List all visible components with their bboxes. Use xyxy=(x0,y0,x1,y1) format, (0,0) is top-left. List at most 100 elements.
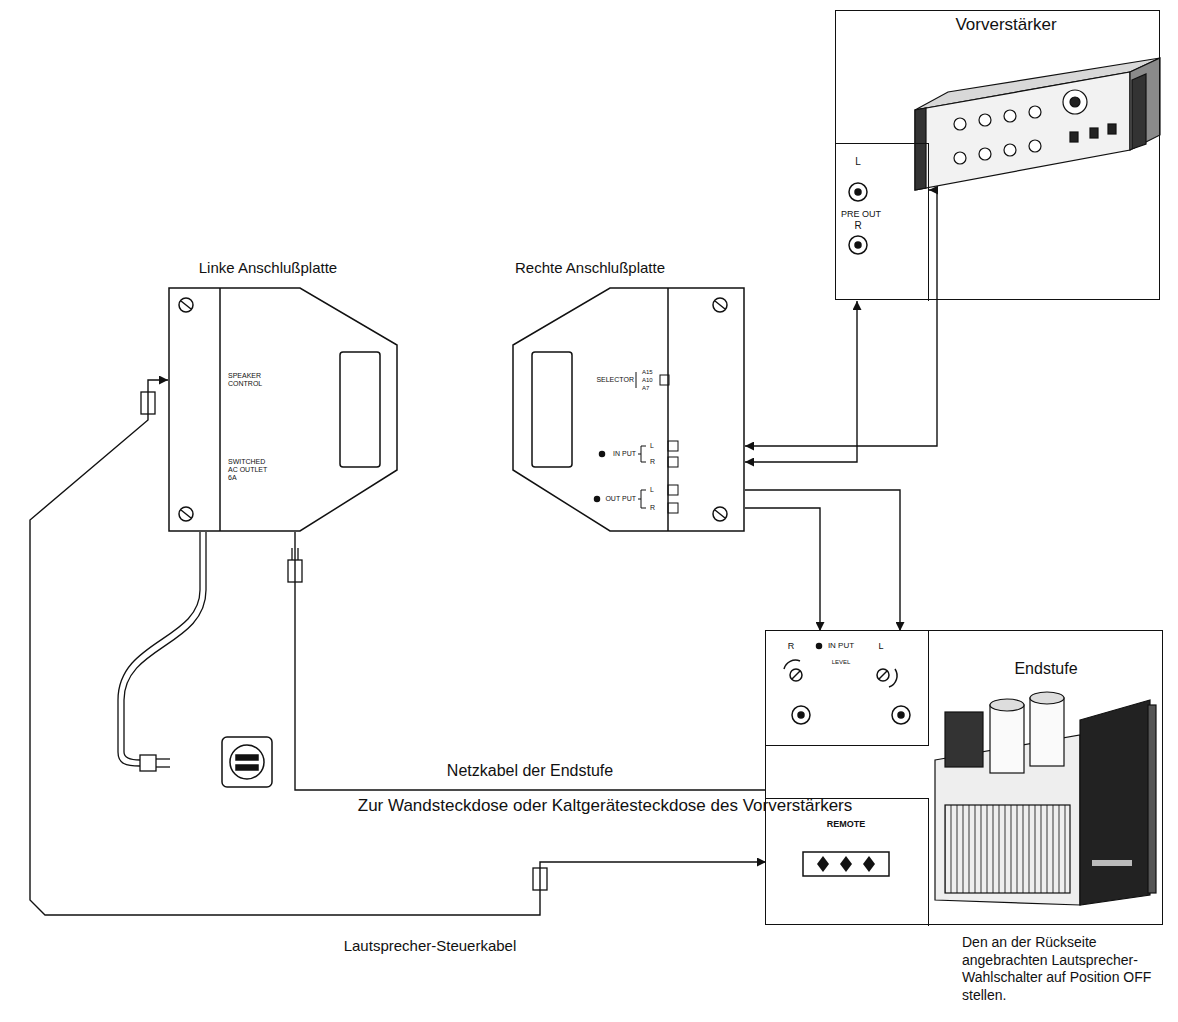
panel-label: A10 xyxy=(642,377,653,384)
panel-label: L xyxy=(650,486,654,494)
rca-jack xyxy=(849,183,867,201)
rca-jack xyxy=(668,485,678,495)
power-cord-part xyxy=(156,758,170,759)
panel-label: L xyxy=(650,442,654,450)
screw-slot xyxy=(715,510,725,518)
node-heading: Endstufe xyxy=(1014,660,1077,678)
cable-connector xyxy=(745,508,820,631)
panel-parts xyxy=(784,644,910,725)
plate-drawing xyxy=(513,288,744,531)
jack-bracket xyxy=(641,446,646,447)
preamp-illustration-part xyxy=(1004,144,1016,156)
wall-socket xyxy=(222,737,272,787)
level-knob xyxy=(790,669,802,681)
preamp-illustration-part xyxy=(1029,106,1041,118)
panel-label: LEVEL xyxy=(832,659,851,666)
preamp-illustration-part xyxy=(1029,140,1041,152)
screw xyxy=(179,507,193,521)
node-heading: Linke Anschlußplatte xyxy=(199,259,337,276)
jack-dot xyxy=(600,452,605,457)
panel-drawing xyxy=(766,799,929,927)
cable-label: Netzkabel der Endstufe xyxy=(444,761,616,780)
poweramp-illustration xyxy=(935,692,1156,905)
preamp-illustration-part xyxy=(1108,124,1116,134)
preamp-illustration-part xyxy=(1130,58,1160,150)
panel-label: IN PUT xyxy=(613,450,636,458)
panel-label: REMOTE xyxy=(827,819,866,829)
panel-drawing xyxy=(836,144,929,302)
remote-socket xyxy=(803,852,889,876)
panel-label: OUT PUT xyxy=(605,495,636,503)
wall-socket-part xyxy=(236,765,258,770)
preamp-illustration-part xyxy=(915,72,1130,190)
poweramp-illustration-part xyxy=(1030,698,1064,766)
cable-connector xyxy=(295,532,765,790)
screw-slot xyxy=(715,301,725,309)
wall-socket-part xyxy=(236,755,258,760)
poweramp-illustration-part xyxy=(1080,700,1150,905)
rca-jack-center xyxy=(898,712,904,718)
jack-bracket xyxy=(641,508,646,509)
jack-bracket xyxy=(641,490,646,491)
power-cord-part xyxy=(156,766,170,767)
rca-jack xyxy=(792,706,810,724)
plate-border xyxy=(169,288,397,531)
left-terminal-plate: Linke AnschlußplatteSPEAKER CONTROLSWITC… xyxy=(168,287,398,532)
preamp-illustration-part xyxy=(1004,110,1016,122)
wall-socket-part xyxy=(230,745,264,779)
power-cord-part xyxy=(140,755,156,771)
cable-connector xyxy=(745,490,900,631)
rca-jack-center xyxy=(798,712,804,718)
input-panel: R IN PUT L LEVEL xyxy=(766,631,929,746)
screw-slot xyxy=(181,510,191,518)
preamp-illustration-part xyxy=(915,108,926,190)
remote-pin xyxy=(863,856,875,872)
poweramp-illustration-part xyxy=(1092,860,1132,866)
cable-note: Zur Wandsteckdose oder Kaltgerätesteckdo… xyxy=(358,795,853,816)
screw xyxy=(179,298,193,312)
preamp-illustration-part xyxy=(979,148,991,160)
node-heading: Rechte Anschlußplatte xyxy=(515,259,665,276)
rca-jack-center xyxy=(855,189,861,195)
panel-label: IN PUT xyxy=(828,641,854,650)
cable-plugs-part xyxy=(291,548,292,560)
poweramp-illustration-part xyxy=(1030,692,1064,704)
plate-drawing xyxy=(169,288,397,531)
selector-bracket xyxy=(636,372,637,388)
level-arrow xyxy=(784,660,800,669)
panel-label: SPEAKER CONTROL xyxy=(228,372,272,388)
right-terminal-plate: Rechte AnschlußplatteSELECTORA15A10A7IN … xyxy=(512,287,745,532)
level-knob xyxy=(877,669,889,681)
preamp-box: LPRE OUTR Vorverstärker xyxy=(835,10,1160,300)
poweramp-illustration-part xyxy=(945,712,983,767)
panel-label: L xyxy=(878,641,883,651)
rca-jack xyxy=(668,457,678,467)
plate-border xyxy=(513,288,744,531)
node-heading: Vorverstärker xyxy=(955,15,1056,35)
poweramp-illustration-part xyxy=(945,805,1070,893)
panel-label: R xyxy=(788,641,795,651)
panel-label: SELECTOR xyxy=(596,376,634,384)
panel-label: A7 xyxy=(642,385,649,392)
preamp-illustration-part xyxy=(1090,128,1098,138)
preamp-illustration-part xyxy=(1070,132,1078,142)
power-amp-box: R IN PUT L LEVEL REMOTE Endstufe xyxy=(765,630,1163,925)
plate-outline xyxy=(168,287,398,532)
plate-slot xyxy=(532,352,572,467)
preamp-illustration xyxy=(915,58,1160,190)
jack-bracket xyxy=(641,462,646,463)
wall-socket-part xyxy=(222,737,272,787)
level-knob-slot xyxy=(879,671,887,679)
pre-out-panel: LPRE OUTR xyxy=(836,143,929,301)
preamp-illustration-part xyxy=(1063,90,1087,114)
panel-label: A15 xyxy=(642,369,653,376)
rca-jack xyxy=(849,236,867,254)
preamp-illustration-part xyxy=(1070,97,1080,107)
poweramp-illustration-part xyxy=(990,705,1024,773)
cable-connector xyxy=(745,190,937,446)
rca-jack xyxy=(668,441,678,451)
cable-label: Lautsprecher-Steuerkabel xyxy=(341,937,520,955)
level-knob-slot xyxy=(792,671,800,679)
selector-switch xyxy=(660,375,669,385)
panel-label: R xyxy=(650,504,655,512)
